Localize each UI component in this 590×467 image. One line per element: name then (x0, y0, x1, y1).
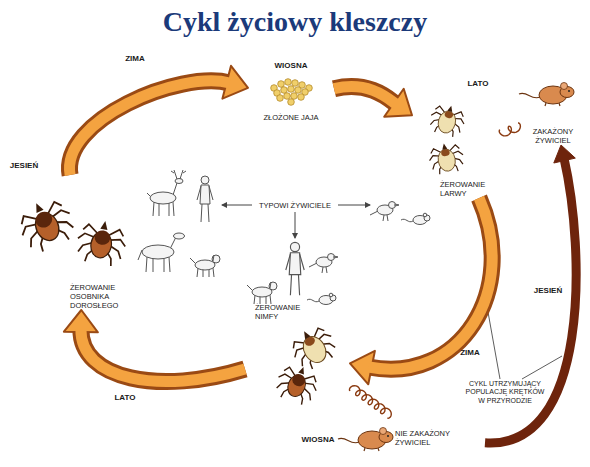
connector-fill (369, 198, 493, 369)
node-label: ŻEROWANIE LARWY (440, 180, 500, 198)
edge-label: JESIEŃ (534, 286, 562, 295)
diagram-title: Cykl życiowy kleszczy (0, 6, 590, 38)
bird-host (309, 254, 338, 274)
nymph-tick (286, 321, 341, 374)
pointer-arrow (222, 205, 252, 206)
bird-host (370, 202, 399, 222)
egg (291, 93, 298, 100)
stage-node: ŻEROWANIE NIMFY (245, 303, 350, 403)
connector-line (350, 386, 392, 419)
dog-host (247, 282, 277, 304)
egg (285, 79, 292, 86)
edge-label: ZIMA (125, 54, 145, 63)
edge-connector (64, 310, 245, 382)
edge-connector (334, 87, 412, 117)
connector-fill (81, 329, 245, 382)
node-label: ŻEROWANIE OSOBNIKA DOROSŁEGO (70, 283, 150, 310)
adult-tick (13, 192, 80, 256)
stage-node: ZŁOŻONE JAJA (248, 76, 334, 122)
stage-node: NIE ZAKAŻONY ŻYWICIEL (345, 418, 485, 458)
edge-label: LATO (114, 393, 135, 402)
mouse-host (519, 83, 574, 107)
free-label: TYPOWI ŻYWICIELE (259, 201, 331, 210)
egg (298, 94, 305, 101)
node-label: ZŁOŻONE JAJA (248, 113, 334, 122)
egg (288, 86, 295, 93)
egg (281, 87, 288, 94)
edge-connector (69, 66, 248, 175)
edge-connector (499, 123, 520, 136)
connector-line (369, 198, 493, 369)
stage-node: ZAKAŻONY ŻYWICIEL (518, 75, 588, 145)
edge-connector (350, 198, 492, 384)
node-label: NIE ZAKAŻONY ŻYWICIEL (395, 429, 485, 447)
stage-node: ŻEROWANIE OSOBNIKA DOROSŁEGO (15, 175, 150, 310)
free-label: WIOSNA (275, 61, 308, 71)
dog-host (190, 255, 220, 277)
connector-line (69, 81, 229, 175)
leader-line (522, 356, 562, 379)
node-label: ŻEROWANIE NIMFY (255, 303, 305, 321)
adult-tick (74, 217, 129, 268)
egg (288, 99, 295, 106)
pointer-arrow (295, 212, 296, 238)
connector-fill (334, 87, 396, 105)
egg (284, 93, 291, 100)
connector-fill (69, 81, 229, 175)
free-label: LATO (467, 79, 488, 89)
pointer-arrow (338, 205, 370, 206)
arrow-head (64, 310, 98, 332)
connector-line (499, 123, 520, 136)
egg (292, 80, 299, 87)
leader-line (488, 312, 500, 379)
egg (277, 95, 284, 102)
person-host (286, 242, 304, 295)
nymph-tick (272, 360, 322, 408)
free-label: WIOSNA (302, 435, 335, 445)
edge-label: ZIMA (460, 348, 480, 357)
mouse-host (401, 213, 430, 224)
edge-connector (350, 386, 392, 419)
egg-cluster (271, 79, 313, 106)
stage-node: ŻEROWANIE LARWY (412, 94, 500, 198)
free-label: CYKL UTRZYMUJĄCY POPULACJĘ KRĘTKÓW W PRZ… (463, 380, 547, 405)
connector-line (334, 87, 396, 105)
deer-host (147, 170, 186, 216)
person-host (197, 176, 213, 222)
node-label: ZAKAŻONY ŻYWICIEL (518, 127, 588, 145)
connector-line (81, 329, 245, 382)
arrow-head (554, 145, 576, 163)
horse-host (138, 233, 185, 272)
larva-tick (427, 101, 468, 139)
egg (295, 87, 302, 94)
egg (278, 81, 285, 88)
free-label: JESIEŃ (10, 161, 38, 171)
larva-tick (427, 140, 466, 175)
mouse-host (338, 428, 393, 452)
mouse-host (307, 293, 336, 304)
